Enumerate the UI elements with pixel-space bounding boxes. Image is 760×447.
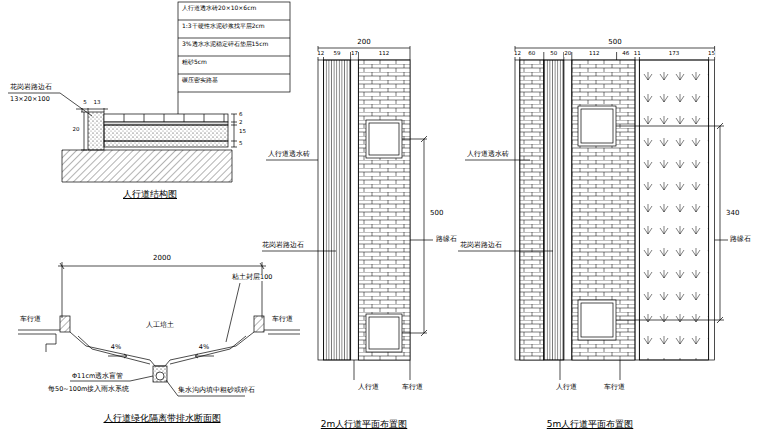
dimension-label: 5: [239, 141, 243, 147]
dimension-label: 500: [608, 39, 621, 46]
dimension-label: 人行道透水砖20×10×6cm: [182, 5, 256, 11]
dimension-label: 3%透水水泥稳定碎石垫层15cm: [182, 41, 268, 47]
dimension-label: 车行道: [20, 316, 41, 323]
dimension-label: 人行道透水砖: [268, 151, 310, 158]
dimension-label: 59: [334, 51, 341, 57]
dimension-label: 粗砂5cm: [182, 59, 207, 65]
dimension-label: 5: [83, 100, 87, 106]
dimension-label: 500: [430, 210, 443, 217]
dimension-label: 路缘石: [730, 236, 751, 243]
dimension-label: 50: [550, 51, 557, 57]
dimension-label: 12: [317, 51, 324, 57]
dimension-label: 20: [564, 51, 571, 57]
dimension-label: 12: [514, 51, 521, 57]
dimension-label: 车行道: [604, 384, 625, 391]
dimension-label: 花岗岩路边石: [10, 84, 52, 91]
dimension-label: 人行道: [358, 384, 379, 391]
dimension-label: 人行道: [556, 384, 577, 391]
dimension-label: 15: [239, 129, 246, 135]
drawing-title: 人行道结构图: [123, 190, 177, 199]
dimension-label: 2000: [153, 255, 171, 262]
dimension-label: 路缘石: [436, 236, 457, 243]
dimension-label: 20: [73, 127, 80, 133]
dimension-label: 4%: [111, 344, 121, 351]
drawing-title: 5m人行道平面布置图: [547, 420, 634, 429]
dimension-label: 花岗岩路边石: [262, 242, 304, 249]
dimension-label: 集水沟内填中粗砂或碎石: [178, 387, 255, 394]
dimension-label: 13×20×100: [10, 96, 50, 103]
dimension-label: 340: [726, 210, 739, 217]
dimension-label: 碾压密实路基: [182, 77, 218, 83]
drawing-title: 2m人行道平面布置图: [321, 420, 408, 429]
dimension-label: 2: [239, 120, 243, 126]
dimension-label: 60: [528, 51, 535, 57]
dimension-label: 15: [708, 51, 715, 57]
dimension-label: 车行道: [272, 316, 293, 323]
dimension-label: 46: [622, 51, 629, 57]
dimension-label: 112: [379, 51, 390, 57]
dimension-label: 6: [239, 112, 243, 118]
dimension-label: 13: [94, 100, 101, 106]
dimension-label: 17: [351, 51, 358, 57]
drawing-title: 人行道绿化隔离带排水断面图: [104, 414, 221, 423]
dimension-label: Φ11cm透水盲管: [72, 373, 123, 380]
dimension-label: 173: [669, 51, 680, 57]
dimension-label: 人行道透水砖: [467, 151, 509, 158]
dimension-label: 200: [357, 39, 370, 46]
dimension-label: 粘土封层100: [232, 274, 272, 281]
dimension-label: 1:3干硬性水泥砂浆找平层2cm: [182, 23, 265, 29]
dimension-label: 4%: [199, 344, 209, 351]
dimension-label: 每50~100m接入雨水系统: [48, 386, 129, 393]
dimension-label: 11: [634, 51, 641, 57]
dimension-label: 花岗岩路边石: [460, 242, 502, 249]
dimension-label: 112: [589, 51, 600, 57]
dimension-label: 人工培土: [146, 322, 174, 329]
dimension-label: 车行道: [402, 384, 423, 391]
